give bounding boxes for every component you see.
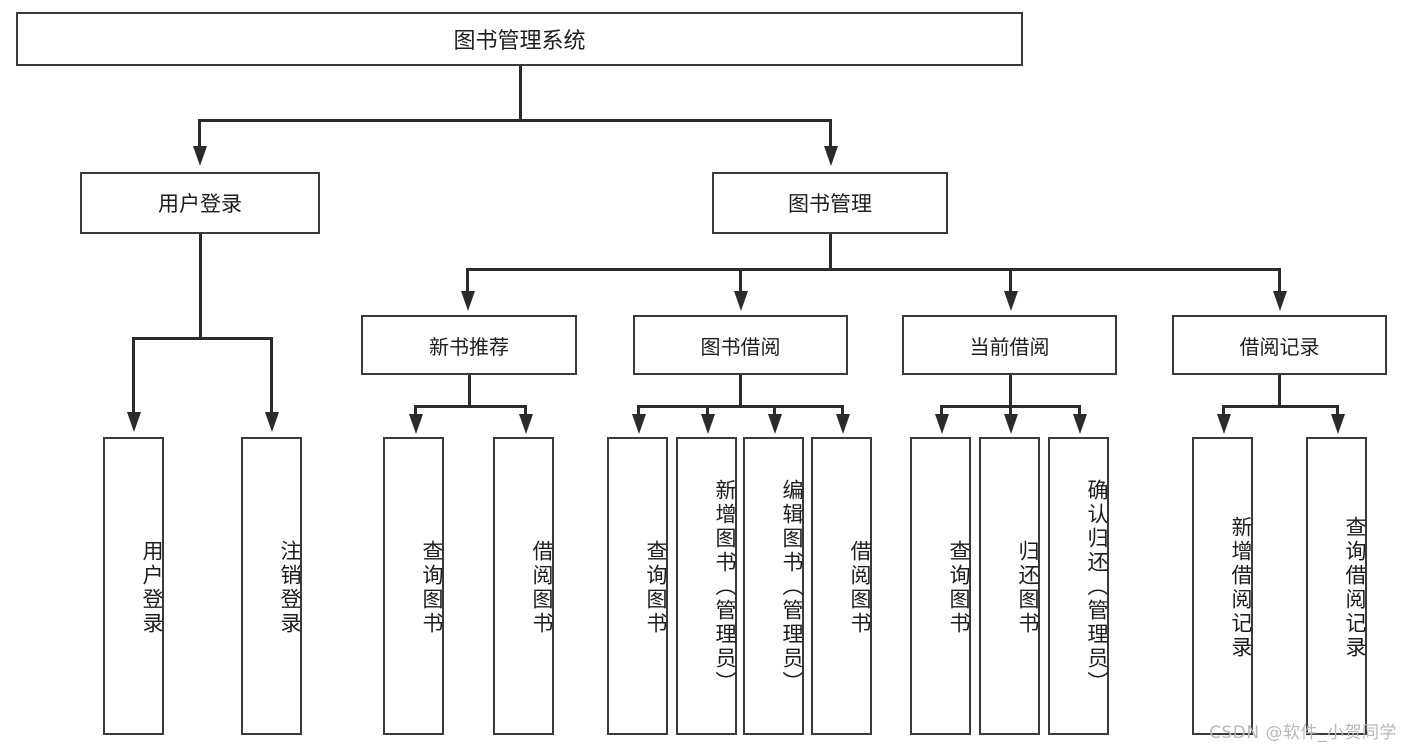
arrow-to-current-borrow: [1003, 291, 1018, 311]
node-label: 查询借阅记录: [1343, 516, 1367, 660]
leaf-node-user-login[interactable]: 用户登录: [103, 437, 164, 735]
edge-book-mgmt-stem: [829, 234, 832, 269]
edge-root-to-user-login: [198, 119, 201, 149]
arrow-borrow-record-leaf-1: [1216, 414, 1231, 434]
edge-new-book-drop-1: [414, 405, 417, 417]
node-label: 图书管理系统: [453, 29, 586, 54]
node-label: 查询图书: [947, 540, 971, 636]
edge-book-borrow-bar: [637, 405, 843, 408]
edge-book-borrow-drop-1: [637, 405, 640, 417]
arrow-new-book-leaf-1: [408, 414, 423, 434]
node-label: 新增借阅记录: [1229, 516, 1253, 660]
node-label: 图书管理: [788, 192, 872, 216]
edge-book-borrow-drop-3: [773, 405, 776, 417]
node-label: 注销登录: [278, 540, 302, 636]
arrow-to-book-borrow: [733, 291, 748, 311]
node-borrow-record[interactable]: 借阅记录: [1172, 315, 1387, 375]
edge-current-borrow-drop-2: [1009, 405, 1012, 417]
arrow-book-borrow-leaf-2: [700, 414, 715, 434]
arrow-current-borrow-leaf-3: [1072, 414, 1087, 434]
node-label: 新书推荐: [429, 334, 509, 359]
node-label: 归还图书: [1016, 540, 1040, 636]
edge-root-to-book-mgmt: [829, 119, 832, 149]
leaf-node-add-book-admin[interactable]: 新增图书（管理员）: [676, 437, 737, 735]
node-label: 查询图书: [420, 540, 444, 636]
edge-book-borrow-stem: [739, 375, 742, 407]
node-label: 借阅图书: [530, 540, 554, 636]
leaf-node-edit-book-admin[interactable]: 编辑图书（管理员）: [743, 437, 804, 735]
node-user-login[interactable]: 用户登录: [80, 172, 320, 234]
edge-new-book-drop-2: [524, 405, 527, 417]
leaf-node-query-book-recommend[interactable]: 查询图书: [383, 437, 444, 735]
edge-current-borrow-drop-3: [1078, 405, 1081, 417]
arrow-to-user-login: [192, 146, 207, 166]
csdn-watermark: CSDN @软件_小贺同学: [1209, 723, 1397, 743]
node-book-borrow[interactable]: 图书借阅: [633, 315, 848, 375]
arrow-book-borrow-leaf-4: [835, 414, 850, 434]
arrow-user-login-leaf-2: [264, 412, 279, 432]
node-label: 新增图书（管理员）: [713, 479, 737, 695]
node-label: 当前借阅: [969, 334, 1050, 359]
arrow-to-book-mgmt: [823, 146, 838, 166]
edge-user-login-drop-2: [270, 337, 273, 413]
edge-book-mgmt-drop-2: [739, 268, 742, 292]
edge-borrow-record-drop-2: [1336, 405, 1339, 417]
arrow-book-borrow-leaf-1: [631, 414, 646, 434]
edge-new-book-stem: [468, 375, 471, 407]
edge-borrow-record-stem: [1278, 375, 1281, 407]
edge-root-stem: [519, 66, 522, 120]
leaf-node-query-book-borrow[interactable]: 查询图书: [607, 437, 668, 735]
node-label: 用户登录: [140, 540, 164, 636]
edge-book-mgmt-drop-4: [1278, 268, 1281, 292]
edge-user-login-bar: [132, 337, 270, 340]
arrow-new-book-leaf-2: [518, 414, 533, 434]
arrow-borrow-record-leaf-2: [1330, 414, 1345, 434]
leaf-node-borrow-book-recommend[interactable]: 借阅图书: [493, 437, 554, 735]
arrow-user-login-leaf-1: [126, 412, 141, 432]
arrow-current-borrow-leaf-1: [934, 414, 949, 434]
edge-book-borrow-drop-4: [841, 405, 844, 417]
leaf-node-borrow-book[interactable]: 借阅图书: [811, 437, 872, 735]
node-label: 借阅记录: [1239, 334, 1320, 359]
leaf-node-add-borrow-record[interactable]: 新增借阅记录: [1192, 437, 1253, 735]
node-label: 用户登录: [158, 192, 242, 216]
edge-new-book-bar: [414, 405, 526, 408]
edge-book-mgmt-drop-3: [1009, 268, 1012, 292]
arrow-to-borrow-record: [1272, 291, 1287, 311]
edge-borrow-record-bar: [1222, 405, 1338, 408]
node-root-system[interactable]: 图书管理系统: [16, 12, 1023, 66]
node-label: 确认归还（管理员）: [1085, 479, 1109, 695]
leaf-node-query-book-current[interactable]: 查询图书: [910, 437, 971, 735]
node-label: 图书借阅: [700, 334, 781, 359]
arrow-book-borrow-leaf-3: [767, 414, 782, 434]
edge-book-mgmt-bar: [466, 268, 1280, 271]
leaf-node-query-borrow-record[interactable]: 查询借阅记录: [1306, 437, 1367, 735]
node-book-management[interactable]: 图书管理: [712, 172, 948, 234]
edge-root-bar: [198, 119, 831, 122]
edge-book-mgmt-drop-1: [466, 268, 469, 292]
leaf-node-confirm-return-admin[interactable]: 确认归还（管理员）: [1048, 437, 1109, 735]
edge-current-borrow-drop-1: [940, 405, 943, 417]
leaf-node-logout[interactable]: 注销登录: [241, 437, 302, 735]
edge-user-login-stem: [199, 234, 202, 338]
edge-borrow-record-drop-1: [1222, 405, 1225, 417]
arrow-to-new-book-recommend: [460, 291, 475, 311]
edge-user-login-drop-1: [132, 337, 135, 413]
edge-current-borrow-stem: [1009, 375, 1012, 407]
node-label: 借阅图书: [848, 540, 872, 636]
node-label: 查询图书: [644, 540, 668, 636]
edge-book-borrow-drop-2: [706, 405, 709, 417]
node-new-book-recommend[interactable]: 新书推荐: [361, 315, 577, 375]
node-label: 编辑图书（管理员）: [780, 479, 804, 695]
node-current-borrow[interactable]: 当前借阅: [902, 315, 1117, 375]
arrow-current-borrow-leaf-2: [1003, 414, 1018, 434]
leaf-node-return-book[interactable]: 归还图书: [979, 437, 1040, 735]
